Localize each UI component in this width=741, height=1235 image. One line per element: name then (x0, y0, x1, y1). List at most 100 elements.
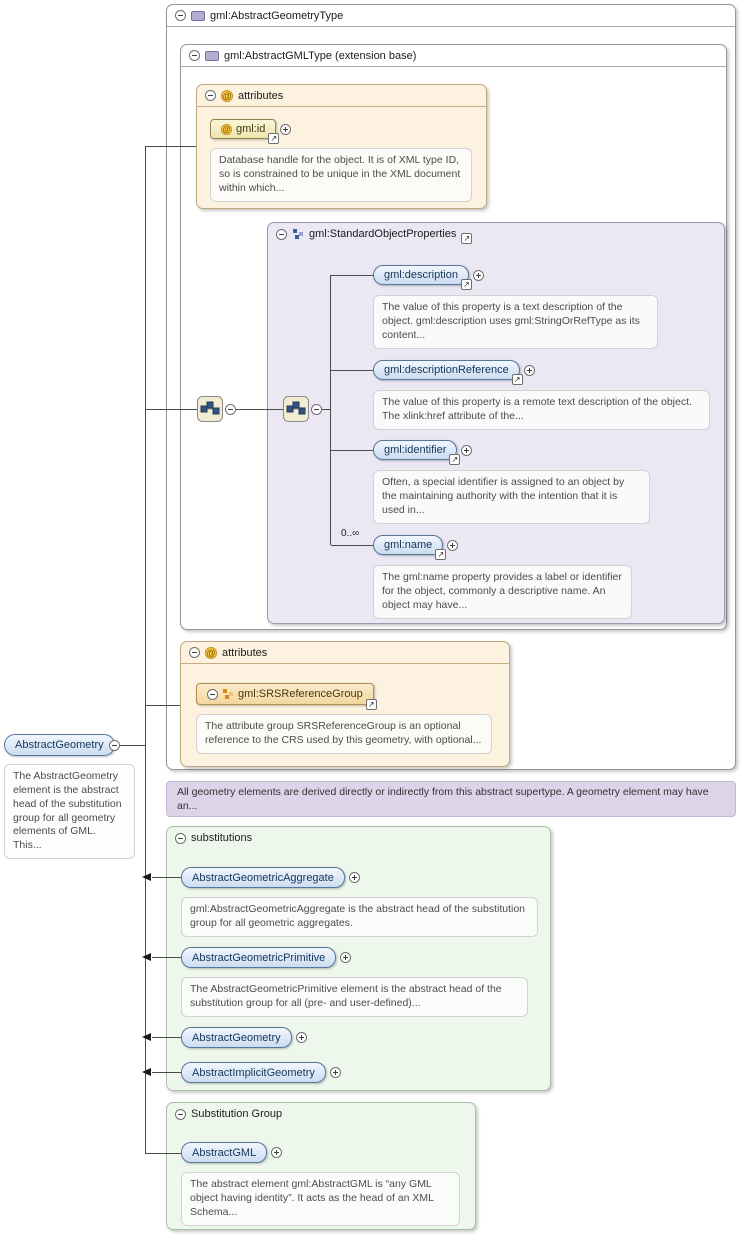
reference-link-icon[interactable]: ↗ (460, 279, 472, 290)
expand-plus-icon[interactable] (523, 365, 535, 376)
element-gml-description[interactable]: gml:description ↗ (373, 265, 484, 290)
collapse-toggle-icon[interactable] (205, 90, 216, 101)
connector-line (145, 1153, 181, 1154)
collapse-toggle-icon[interactable] (276, 228, 287, 240)
extension-base-header: gml:AbstractGMLType (extension base) (181, 45, 726, 67)
element-label: AbstractGeometry (192, 1031, 281, 1044)
connector-line (145, 705, 180, 706)
substitution-line (152, 1037, 181, 1038)
substitution-line (152, 1072, 181, 1073)
substitution-arrow-icon (142, 873, 151, 881)
attribute-group-icon (223, 689, 233, 699)
element-abstract-geometry[interactable]: AbstractGeometry (4, 734, 115, 756)
element-doc: The value of this property is a text des… (373, 295, 658, 349)
collapse-toggle-icon[interactable] (109, 740, 120, 751)
sequence-compositor-icon (283, 396, 309, 422)
complex-type-icon (191, 10, 205, 21)
reference-link-icon[interactable]: ↗ (449, 454, 461, 465)
annotation-bar: All geometry elements are derived direct… (166, 781, 736, 817)
collapse-toggle-icon[interactable] (175, 832, 186, 844)
attributes-header-1: @ attributes (197, 85, 486, 107)
element-abstract-geometric-primitive[interactable]: AbstractGeometricPrimitive (181, 947, 352, 968)
sequence-compositor-icon (197, 396, 223, 422)
connector-line (145, 409, 197, 410)
element-label: AbstractGML (192, 1146, 257, 1159)
reference-link-icon[interactable]: ↗ (365, 699, 377, 710)
element-gml-description-reference[interactable]: gml:descriptionReference ↗ (373, 360, 535, 385)
attribute-icon: @ (221, 89, 233, 102)
collapse-toggle-icon[interactable] (175, 10, 186, 21)
substitutions-header: substitutions (167, 827, 550, 849)
element-label: AbstractImplicitGeometry (192, 1066, 315, 1079)
standard-object-properties-header: gml:StandardObjectProperties ↗ (268, 223, 724, 245)
substitution-line (152, 877, 181, 878)
element-abstract-implicit-geometry[interactable]: AbstractImplicitGeometry (181, 1062, 341, 1083)
expand-plus-icon[interactable] (295, 1032, 307, 1043)
complex-type-icon (205, 50, 219, 61)
expand-plus-icon[interactable] (472, 270, 484, 281)
expand-plus-icon[interactable] (280, 124, 292, 135)
attribute-group-doc: The attribute group SRSReferenceGroup is… (196, 714, 492, 754)
expand-plus-icon[interactable] (340, 952, 352, 963)
reference-link-icon[interactable]: ↗ (435, 549, 447, 560)
collapse-toggle-icon[interactable] (189, 50, 200, 61)
substitution-group-label: Substitution Group (191, 1108, 283, 1120)
expand-plus-icon[interactable] (447, 540, 459, 551)
substitution-arrow-icon (142, 953, 151, 961)
collapse-toggle-icon[interactable] (189, 647, 200, 658)
attributes-header-2: @ attributes (181, 642, 509, 664)
attribute-icon: @ (205, 646, 217, 659)
substitution-arrow-icon (142, 1068, 151, 1076)
element-label: AbstractGeometricPrimitive (192, 951, 326, 964)
reference-link-icon[interactable]: ↗ (461, 232, 473, 244)
attributes-label: attributes (222, 646, 268, 659)
expand-plus-icon[interactable] (329, 1067, 341, 1078)
complex-type-header: gml:AbstractGeometryType (167, 5, 735, 27)
element-doc: The value of this property is a remote t… (373, 390, 710, 430)
element-label: gml:descriptionReference (384, 364, 509, 376)
expand-plus-icon[interactable] (461, 445, 473, 456)
attribute-group-srs-reference-group[interactable]: gml:SRSReferenceGroup ↗ (196, 683, 377, 710)
attribute-icon: @ (221, 123, 232, 135)
connector-line (331, 275, 373, 276)
connector-line (322, 409, 331, 410)
element-doc: The AbstractGeometry element is the abst… (4, 764, 135, 860)
element-abstract-geometry-substitution[interactable]: AbstractGeometry (181, 1027, 307, 1048)
collapse-toggle-icon[interactable] (207, 688, 218, 700)
connector-line (145, 146, 196, 147)
element-gml-name[interactable]: gml:name ↗ (373, 535, 459, 560)
attribute-doc: Database handle for the object. It is of… (210, 148, 472, 202)
collapse-toggle-icon[interactable] (311, 404, 322, 415)
element-doc: Often, a special identifier is assigned … (373, 470, 650, 524)
reference-link-icon[interactable]: ↗ (268, 133, 280, 144)
connector-line (331, 370, 373, 371)
reference-link-icon[interactable]: ↗ (511, 374, 523, 385)
standard-object-properties-title: gml:StandardObjectProperties (309, 228, 457, 240)
element-doc: The abstract element gml:AbstractGML is … (181, 1172, 460, 1226)
element-label: gml:identifier (384, 444, 447, 456)
connector-line (120, 745, 146, 746)
collapse-toggle-icon[interactable] (175, 1108, 186, 1120)
attribute-gml-id[interactable]: @ gml:id ↗ (210, 119, 292, 144)
expand-plus-icon[interactable] (271, 1147, 283, 1158)
extension-base-title: gml:AbstractGMLType (extension base) (224, 49, 417, 62)
connector-line (331, 545, 373, 546)
connector-trunk-line (145, 146, 146, 1154)
attributes-label: attributes (238, 89, 284, 102)
element-label: AbstractGeometricAggregate (192, 871, 334, 884)
attribute-group-label: gml:SRSReferenceGroup (238, 688, 363, 700)
collapse-toggle-icon[interactable] (225, 404, 236, 415)
element-doc: The AbstractGeometricPrimitive element i… (181, 977, 528, 1017)
element-gml-identifier[interactable]: gml:identifier ↗ (373, 440, 473, 465)
element-abstract-geometric-aggregate[interactable]: AbstractGeometricAggregate (181, 867, 360, 888)
substitutions-label: substitutions (191, 832, 253, 844)
element-abstract-gml[interactable]: AbstractGML (181, 1142, 283, 1163)
substitution-group-header: Substitution Group (167, 1103, 475, 1125)
substitution-arrow-icon (142, 1033, 151, 1041)
model-group-icon (293, 229, 303, 239)
substitution-line (152, 957, 181, 958)
attribute-label: gml:id (236, 123, 266, 135)
expand-plus-icon[interactable] (348, 872, 360, 883)
element-doc: The gml:name property provides a label o… (373, 565, 632, 619)
